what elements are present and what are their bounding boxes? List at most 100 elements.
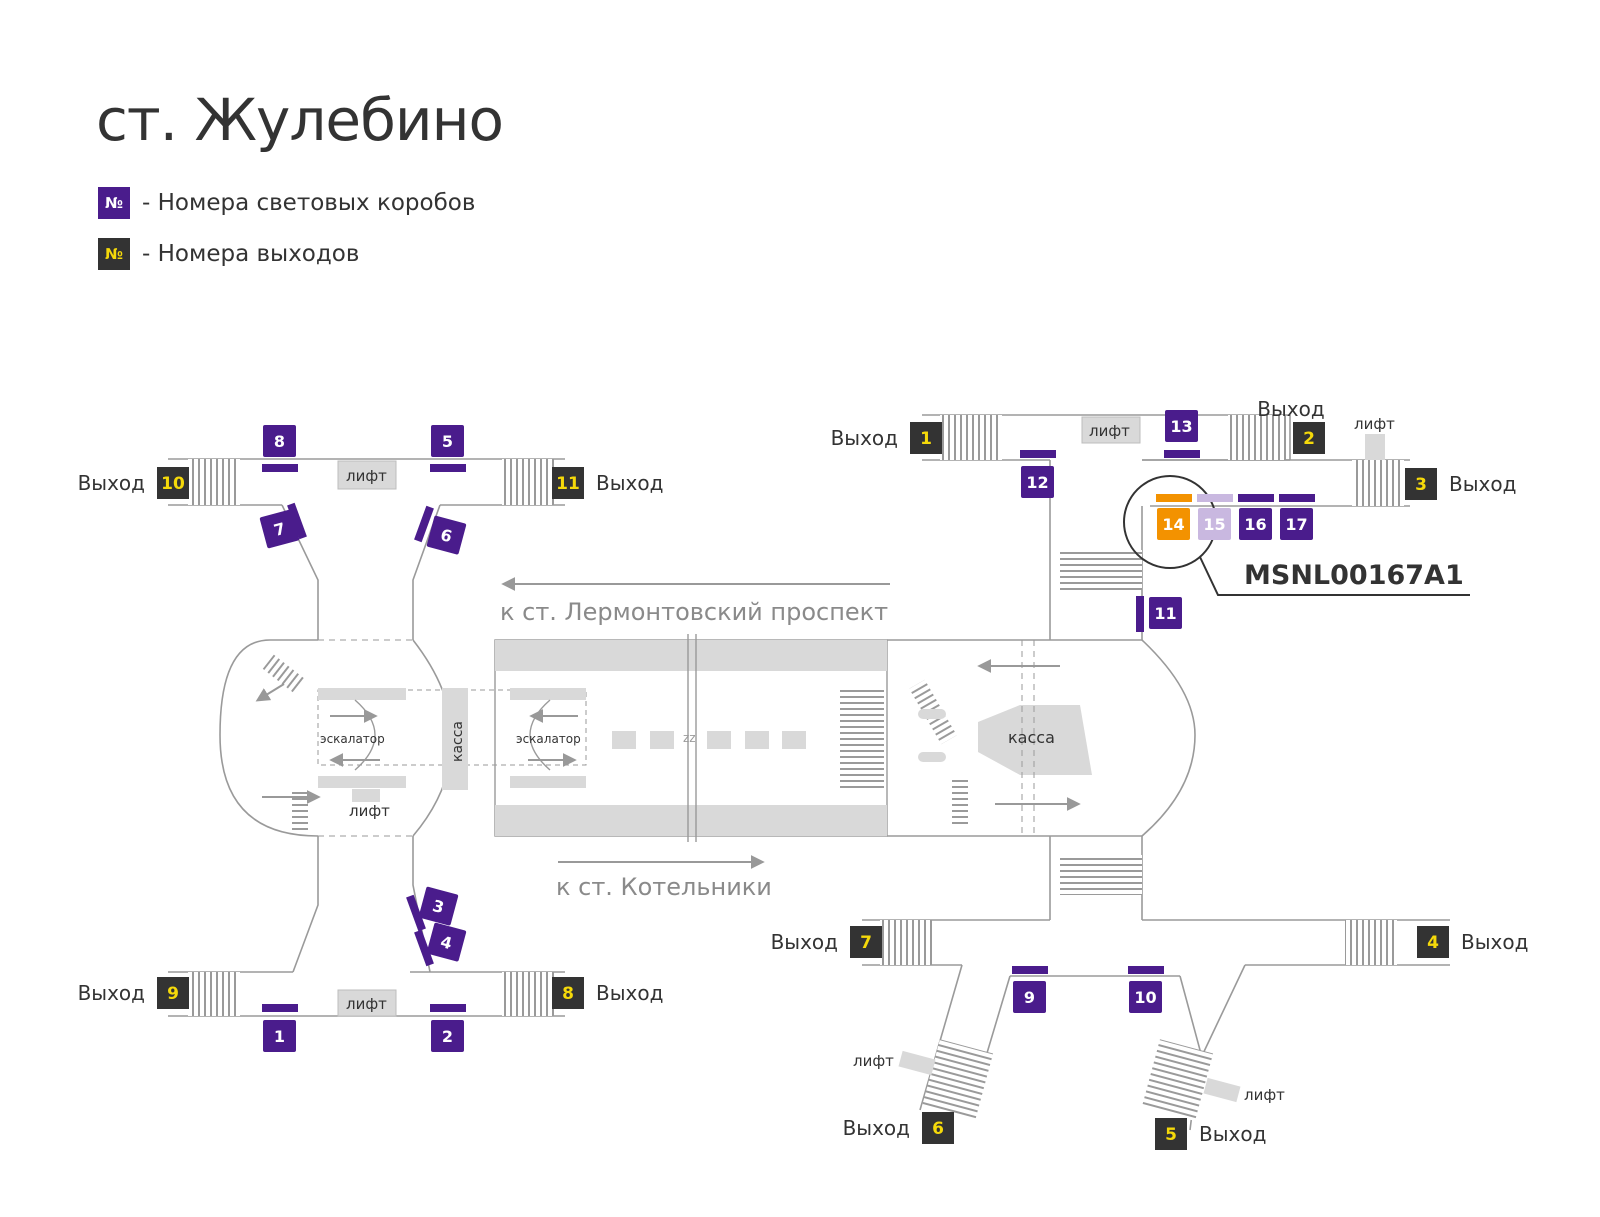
station-title: ст. Жулебино — [96, 86, 504, 154]
exit-8: 8 Выход — [552, 977, 663, 1009]
light-box-9: 9 — [1013, 981, 1046, 1013]
legend-exit-badge: № — [98, 238, 130, 270]
light-box-badge-bg — [1149, 597, 1182, 629]
light-box-3: 3 — [418, 886, 459, 926]
light-box-4: 4 — [426, 922, 467, 962]
exit-number: 6 — [932, 1119, 944, 1139]
light-box-badge-bg — [1129, 981, 1162, 1013]
light-box-5: 5 — [431, 425, 464, 457]
light-box-number: 6 — [439, 525, 455, 546]
exit-number: 8 — [562, 984, 574, 1004]
exit-number: 9 — [167, 984, 179, 1004]
light-box-7: 7 — [259, 509, 300, 549]
exit-badge-bg — [157, 977, 189, 1009]
exit-word: Выход — [771, 930, 838, 954]
light-box-number: 13 — [1170, 417, 1192, 436]
light-box-badge-bg — [1021, 466, 1054, 498]
light-box-14: 14 — [1157, 508, 1190, 540]
exit-number: 7 — [860, 933, 872, 953]
direction-lermontovsky: к ст. Лермонтовский проспект — [500, 598, 888, 626]
light-box-badge-bg — [263, 425, 296, 457]
legend-box-badge: № — [98, 187, 130, 219]
exit-badge-bg — [1155, 1118, 1187, 1150]
lift-label-west-top: лифт — [346, 467, 387, 485]
light-box-badge-bg — [426, 922, 467, 962]
labels: лифт лифт лифт лифт лифт лифт лифт эскал… — [320, 415, 1464, 1104]
legend-exits: № - Номера выходов — [98, 238, 359, 270]
exit-word: Выход — [1257, 397, 1324, 421]
exit-number: 3 — [1415, 475, 1427, 495]
light-box-number: 4 — [439, 932, 455, 953]
exit-word: Выход — [78, 981, 145, 1005]
light-box-bars — [262, 450, 1315, 1012]
light-box-number: 16 — [1244, 515, 1266, 534]
lift-label-east-top: лифт — [1089, 422, 1130, 440]
exit-badge-bg — [850, 926, 882, 958]
exit-badge-bg — [1293, 422, 1325, 454]
lift-label-east-exit6: лифт — [853, 1052, 894, 1070]
light-box-number: 15 — [1203, 515, 1225, 534]
exit-3: 3 Выход — [1405, 468, 1516, 500]
legend-exit-text: - Номера выходов — [142, 241, 360, 267]
exit-word: Выход — [596, 981, 663, 1005]
light-box-number: 1 — [274, 1027, 285, 1046]
exit-badge-bg — [910, 422, 942, 454]
light-box-badge-bg — [1198, 508, 1231, 540]
exit-9: 9 Выход — [78, 977, 189, 1009]
exit-number: 10 — [161, 474, 185, 494]
exit-badge-bg — [552, 467, 584, 499]
highlighted-box-code: MSNL00167A1 — [1244, 560, 1464, 591]
exit-word: Выход — [1449, 472, 1516, 496]
exit-5: 5 Выход — [1155, 1118, 1266, 1150]
exit-10: 10 Выход — [78, 467, 189, 499]
exit-word: Выход — [78, 471, 145, 495]
light-box-number: 2 — [442, 1027, 453, 1046]
exit-word: Выход — [596, 471, 663, 495]
light-box-badge-bg — [426, 515, 467, 555]
exit-number: 4 — [1427, 933, 1439, 953]
light-box-badge-bg — [1239, 508, 1272, 540]
lift-label-west-bottom: лифт — [346, 995, 387, 1013]
exit-6: 6 Выход — [843, 1112, 954, 1144]
light-box-badge-bg — [418, 886, 459, 926]
light-box-number: 11 — [1154, 604, 1176, 623]
light-box-10: 10 — [1129, 981, 1162, 1013]
light-box-number: 5 — [442, 432, 453, 451]
lift-label-east-corner: лифт — [1354, 415, 1395, 433]
light-box-number: 12 — [1026, 473, 1048, 492]
light-box-number: 7 — [272, 519, 288, 540]
light-box-16: 16 — [1239, 508, 1272, 540]
light-box-badge-bg — [1165, 410, 1198, 442]
exit-7: 7 Выход — [771, 926, 882, 958]
light-box-badge-bg — [431, 1020, 464, 1052]
exit-word: Выход — [831, 426, 898, 450]
light-box-badge-bg — [431, 425, 464, 457]
light-box-badge-bg — [259, 509, 300, 549]
exit-word: Выход — [843, 1116, 910, 1140]
escalator-label-platform: эскалатор — [516, 732, 581, 746]
light-box-15: 15 — [1198, 508, 1231, 540]
light-box-number: 17 — [1285, 515, 1307, 534]
light-box-13: 13 — [1165, 410, 1198, 442]
exit-badge-bg — [157, 467, 189, 499]
exit-number: 5 — [1165, 1125, 1177, 1145]
legend-light-boxes: № - Номера световых коробов — [98, 187, 475, 219]
light-box-8: 8 — [263, 425, 296, 457]
light-box-17: 17 — [1280, 508, 1313, 540]
exit-word: Выход — [1199, 1122, 1266, 1146]
exit-number: 1 — [920, 429, 932, 449]
legend-box-text: - Номера световых коробов — [142, 190, 476, 216]
light-box-11: 11 — [1149, 597, 1182, 629]
light-box-1: 1 — [263, 1020, 296, 1052]
light-box-badge-bg — [1280, 508, 1313, 540]
exit-badge-bg — [1405, 468, 1437, 500]
lift-label-west-hall: лифт — [349, 802, 390, 820]
exit-1: 1 Выход — [831, 422, 942, 454]
platform — [494, 577, 890, 869]
